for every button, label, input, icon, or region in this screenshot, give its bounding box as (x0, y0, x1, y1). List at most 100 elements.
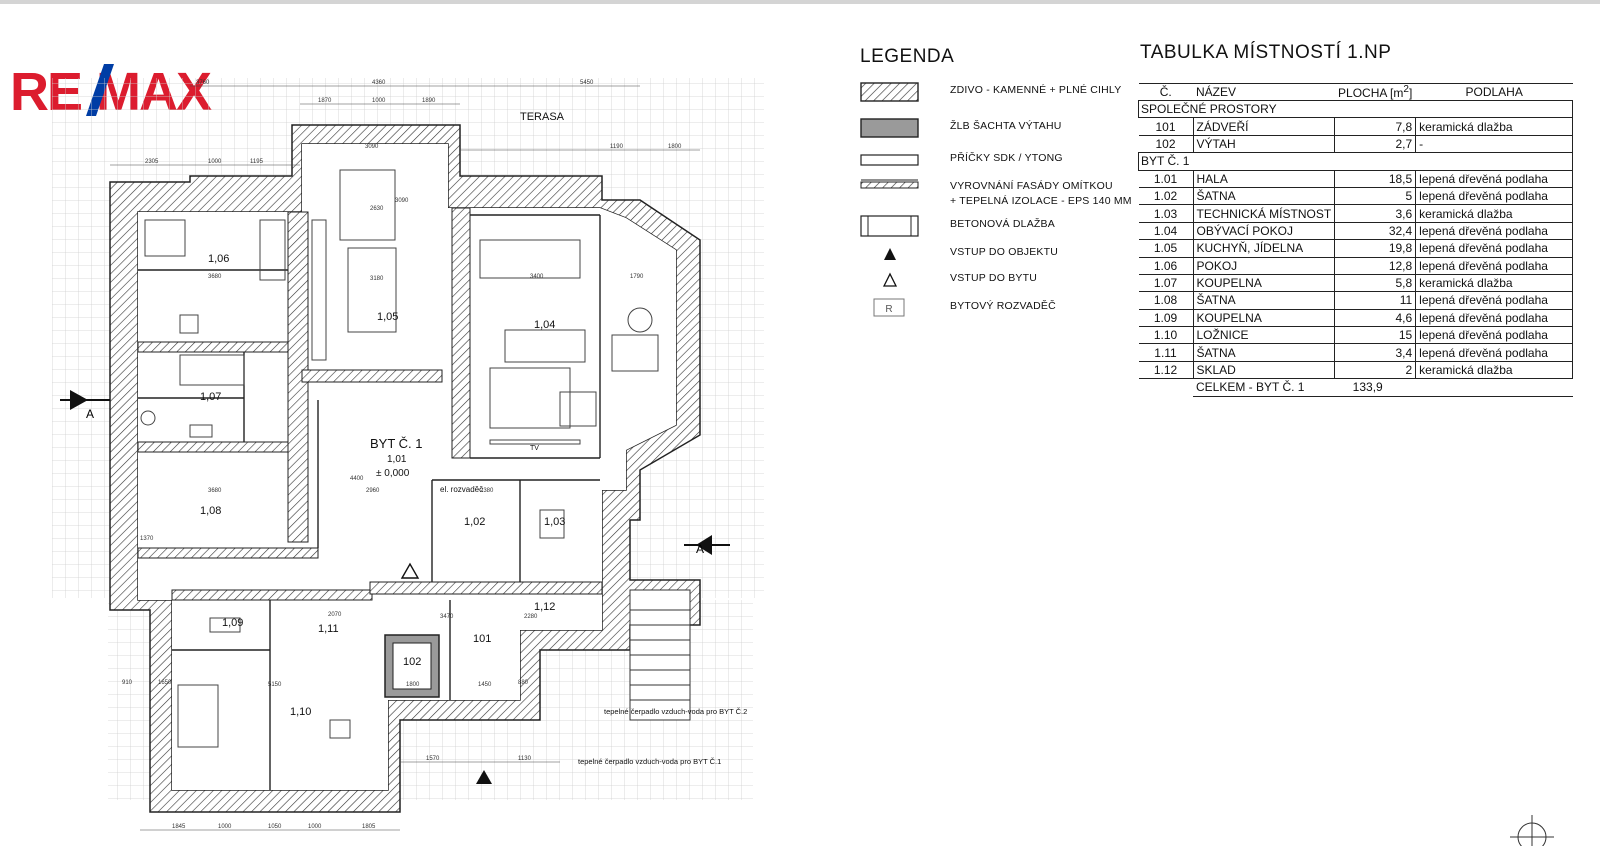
tile-swatch-icon (860, 215, 919, 237)
apartment-label: BYT Č. 1 (370, 436, 423, 451)
partitions (138, 214, 601, 790)
cell-area: 2,7 (1334, 135, 1417, 154)
cell-name: KOUPELNA (1193, 274, 1336, 293)
interior-walls (137, 207, 603, 601)
section-marker-east: A (684, 535, 730, 556)
room-label: 101 (473, 633, 491, 645)
dimension: 2960 (366, 488, 380, 494)
room-label: 1,02 (464, 516, 485, 528)
top-border (0, 0, 1600, 4)
dimension: 1570 (426, 756, 440, 762)
cell-floor: lepená dřevěná podlaha (1415, 291, 1574, 310)
cell-no: 1.05 (1138, 239, 1194, 258)
cell-area: 5 (1334, 187, 1417, 206)
dimension: 1800 (406, 682, 420, 688)
cell-name: OBÝVACÍ POKOJ (1193, 222, 1336, 241)
legend-item-building-entry: VSTUP DO OBJEKTU (860, 242, 1140, 266)
cell-no: 101 (1138, 117, 1194, 136)
cell-area: 3,4 (1334, 343, 1417, 362)
dimension: 4360 (372, 80, 386, 86)
cell-area: 15 (1334, 326, 1417, 345)
outline-triangle-icon (882, 272, 898, 287)
legend-text: VYROVNÁNÍ FASÁDY OMÍTKOU + TEPELNÁ IZOLA… (950, 179, 1132, 209)
cell-name: TECHNICKÁ MÍSTNOST (1193, 204, 1336, 223)
cell-area: 12,8 (1334, 257, 1417, 275)
dimension: 880 (518, 680, 529, 686)
cell-area: 32,4 (1334, 222, 1417, 241)
legend-item-partitions: PŘÍČKY SDK / YTONG (860, 148, 1140, 172)
cell-floor: lepená dřevěná podlaha (1415, 257, 1574, 275)
dimension: 2630 (370, 206, 384, 212)
cell-floor: keramická dlažba (1415, 117, 1574, 136)
cell-no: 1.10 (1138, 326, 1194, 345)
cell-name: SKLAD (1193, 361, 1336, 380)
legend-title: LEGENDA (860, 46, 955, 67)
header-area-end: ] (1408, 86, 1413, 100)
filled-triangle-icon (884, 248, 896, 260)
dimension: 2305 (145, 159, 159, 165)
hatch-swatch-icon (860, 82, 919, 102)
cell-no: 1.01 (1138, 170, 1194, 188)
cell-area: 7,8 (1334, 117, 1417, 136)
distributor-box-icon: R (873, 298, 905, 317)
cell-no: 1.08 (1138, 291, 1194, 310)
legend-item-distributor: R BYTOVÝ ROZVADĚČ (860, 296, 1140, 320)
dimension: 3400 (530, 274, 544, 280)
room-label: 1,04 (534, 319, 555, 331)
dimension: 1370 (140, 536, 154, 542)
legend-item-masonry: ZDIVO - KAMENNÉ + PLNÉ CIHLY (860, 80, 1140, 104)
legend-text: VSTUP DO BYTU (950, 272, 1038, 284)
dimension: 1870 (318, 98, 332, 104)
header-area: PLOCHA [m2] (1334, 83, 1416, 101)
dimension: 1190 (610, 144, 624, 150)
dimension: 3090 (365, 144, 379, 150)
cell-name: POKOJ (1193, 257, 1336, 275)
north-arrow-icon (1510, 815, 1554, 846)
apartment-room-label: 1,01 (387, 454, 407, 465)
table-row: 102 VÝTAH 2,7 - (1138, 135, 1574, 154)
legend-item-concrete-tile: BETONOVÁ DLAŽBA (860, 214, 1140, 238)
elevation-label: ± 0,000 (376, 468, 410, 479)
header-floor: PODLAHA (1415, 83, 1573, 101)
cell-name: KOUPELNA (1193, 309, 1336, 328)
dimension: 1195 (250, 159, 264, 165)
cell-name: ZÁDVEŘÍ (1193, 117, 1336, 136)
cell-name: ŠATNA (1193, 187, 1336, 206)
room-label: 1,10 (290, 706, 311, 718)
cell-area: 19,8 (1334, 239, 1417, 258)
terrace-label: TERASA (520, 111, 565, 123)
legend-text: ŽLB ŠACHTA VÝTAHU (950, 120, 1062, 132)
cell-area: 4,6 (1334, 309, 1417, 328)
cell-area: 11 (1334, 291, 1417, 310)
dimension: 5450 (580, 80, 594, 86)
rooms-table-title: TABULKA MÍSTNOSTÍ 1.NP (1140, 42, 1392, 63)
cell-name: HALA (1193, 170, 1336, 188)
dimension: 1000 (208, 159, 222, 165)
dimension: 5150 (268, 682, 282, 688)
cell-floor: - (1415, 135, 1574, 154)
dimension: 1000 (372, 98, 386, 104)
distributor-note: el. rozvaděč (440, 485, 483, 494)
dimension: 4400 (350, 476, 364, 482)
cell-name: KUCHYŇ, JÍDELNA (1193, 239, 1336, 258)
legend-text: BYTOVÝ ROZVADĚČ (950, 300, 1056, 312)
group-row: SPOLEČNÉ PROSTORY (1137, 99, 1574, 119)
dimension: 1050 (268, 824, 282, 830)
cell-no: 1.02 (1138, 187, 1194, 206)
room-label: 102 (403, 656, 421, 668)
dimension: 1805 (362, 824, 376, 830)
cell-area: 5,8 (1334, 274, 1417, 293)
gray-swatch-icon (860, 118, 919, 138)
room-label: 1,12 (534, 601, 555, 613)
dimension: 1000 (218, 824, 232, 830)
cell-no: 1.09 (1138, 309, 1194, 328)
heat-pump-note-2: tepelné čerpadlo vzduch-voda pro BYT Č.2 (604, 707, 747, 716)
cell-area: 2 (1334, 361, 1417, 380)
dimension: 1000 (308, 824, 322, 830)
floor-plan: A A TERASA BYT Č. 1 1,01 ± 0,000 1,06 1,… (52, 78, 764, 831)
